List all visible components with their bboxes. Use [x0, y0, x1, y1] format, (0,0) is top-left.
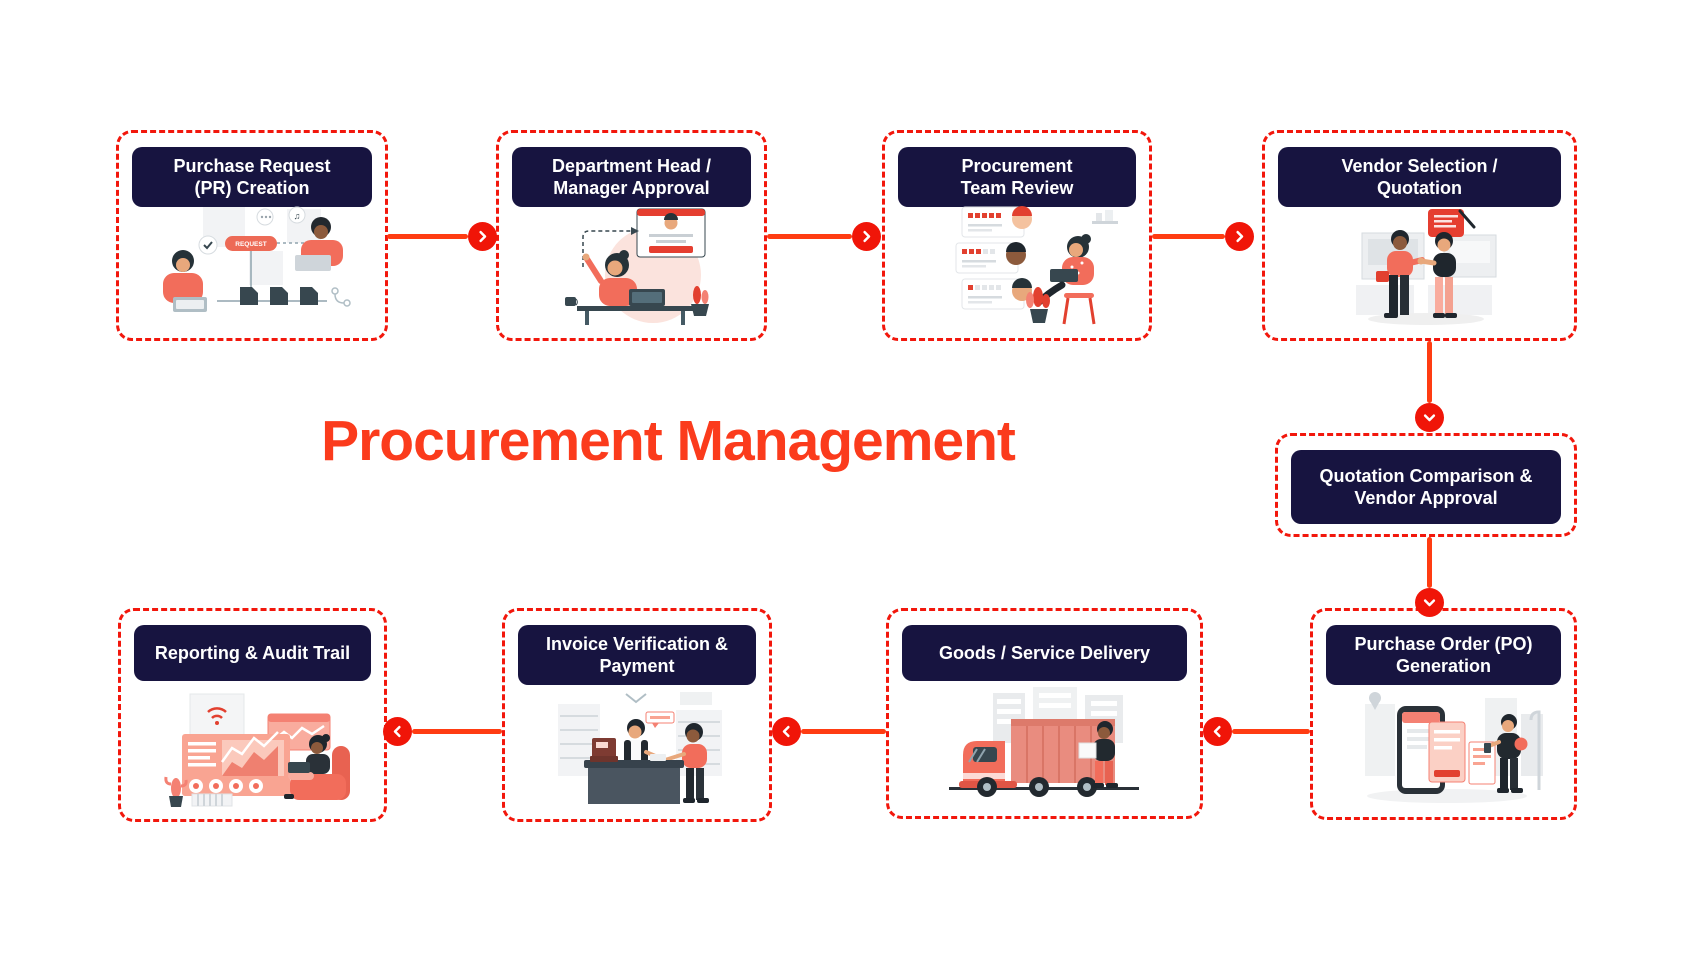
step-label-reporting-audit: Reporting & Audit Trail: [134, 625, 371, 681]
page-title: Procurement Management: [321, 409, 1016, 473]
chevron-down-icon: [1415, 403, 1444, 432]
star-rating-icon: [968, 285, 1001, 290]
pendant-lamp-icon: [625, 693, 647, 704]
step-box-po-generation: Purchase Order (PO) Generation: [1310, 608, 1577, 820]
step-label-manager-approval: Department Head / Manager Approval: [512, 147, 751, 207]
illustration-manager-approval: [525, 205, 739, 332]
arrow-line: [1232, 729, 1310, 734]
briefcase-icon: [1375, 271, 1389, 282]
plant-icon: [690, 286, 709, 316]
arrow-line: [801, 729, 886, 734]
bag-icon: [1514, 737, 1527, 751]
buildings-background: [992, 687, 1123, 743]
illustration-team-review: [910, 205, 1124, 332]
step-label-goods-delivery: Goods / Service Delivery: [902, 625, 1187, 681]
document-icons: [240, 287, 318, 305]
step-box-team-review: Procurement Team Review: [882, 130, 1152, 341]
area-chart-icon: [221, 746, 278, 776]
woman-at-desk: [582, 250, 665, 306]
chevron-right-icon: [852, 222, 881, 251]
request-badge-text: REQUEST: [235, 241, 266, 248]
laptop-icon: [287, 762, 310, 773]
step-box-quotation-comparison: Quotation Comparison & Vendor Approval: [1275, 433, 1577, 537]
illustration-pr-creation: ♫ REQUEST: [145, 205, 359, 332]
wifi-icon: [206, 707, 227, 725]
coffee-cup-icon: [564, 297, 578, 306]
chevron-left-icon: [772, 717, 801, 746]
seated-reviewer: [1034, 234, 1096, 325]
branch-icon: [331, 287, 351, 307]
person-left: [163, 250, 207, 312]
price-tag-bubble-icon: [645, 711, 675, 728]
approval-card-icon: [636, 208, 705, 258]
lamp-post-icon: [1529, 710, 1540, 790]
chevron-right-icon: [468, 222, 497, 251]
step-label-vendor-selection: Vendor Selection / Quotation: [1278, 147, 1561, 207]
request-badge: [225, 236, 277, 251]
bookshelf-icon: [191, 793, 232, 807]
step-label-invoice-payment: Invoice Verification & Payment: [518, 625, 756, 685]
review-card-1: [961, 206, 1032, 238]
arrow-line: [1427, 537, 1432, 588]
illustration-invoice-payment: [530, 690, 744, 813]
review-card-3: [961, 278, 1032, 310]
line-chart-icon: [272, 724, 325, 741]
music-note-bubble-icon: [288, 206, 306, 224]
illustration-reporting-audit: [146, 690, 360, 813]
step-box-pr-creation: Purchase Request (PR) Creation ♫ REQUEST: [116, 130, 388, 341]
step-label-team-review: Procurement Team Review: [898, 147, 1136, 207]
person-in-armchair: [283, 734, 350, 800]
chevron-down-icon: [1415, 588, 1444, 617]
step-box-goods-delivery: Goods / Service Delivery: [886, 608, 1203, 819]
package-box-icon: [1078, 742, 1096, 759]
delivery-worker: [1078, 721, 1118, 788]
review-card-2: [955, 242, 1026, 274]
person-with-phone: [1483, 714, 1527, 793]
invoice-card-icon: [1468, 741, 1495, 785]
arrow-line: [1427, 341, 1432, 403]
step-label-po-generation: Purchase Order (PO) Generation: [1326, 625, 1561, 685]
receipt-icon: [650, 754, 666, 761]
illustration-po-generation: [1337, 686, 1551, 811]
star-rating-icon: [968, 213, 1001, 218]
cactus-icon: [163, 776, 188, 807]
cash-register-icon: [590, 738, 618, 762]
arrow-line: [412, 729, 502, 734]
plant-icon: [1026, 287, 1050, 323]
chevron-right-icon: [1225, 222, 1254, 251]
shelf-icon: [1092, 210, 1118, 224]
step-box-invoice-payment: Invoice Verification & Payment: [502, 608, 772, 822]
quotation-scroll-icon: [1427, 209, 1475, 242]
illustration-vendor-selection: [1310, 205, 1530, 332]
arrow-line: [767, 234, 852, 239]
step-label-pr-creation: Purchase Request (PR) Creation: [132, 147, 372, 207]
step-box-reporting-audit: Reporting & Audit Trail: [118, 608, 387, 822]
step-box-vendor-selection: Vendor Selection / Quotation: [1262, 130, 1577, 341]
person-right: [295, 217, 343, 271]
arrow-line: [387, 234, 468, 239]
star-rating-icon: [962, 249, 995, 254]
gauge-icons: [188, 779, 263, 793]
arrow-line: [1152, 234, 1225, 239]
phone-invoice-icon: [1396, 706, 1465, 794]
step-label-quotation-comparison: Quotation Comparison & Vendor Approval: [1291, 450, 1561, 524]
dashboard-panel: [181, 731, 290, 796]
svg-text:♫: ♫: [294, 211, 301, 221]
step-box-manager-approval: Department Head / Manager Approval: [496, 130, 767, 341]
check-bubble-icon: [198, 235, 218, 255]
vendor-man: [1375, 230, 1425, 318]
vendor-woman: [1417, 232, 1457, 318]
pen-icon: [1458, 209, 1475, 229]
chevron-left-icon: [383, 717, 412, 746]
chevron-left-icon: [1203, 717, 1232, 746]
illustration-goods-delivery: [935, 685, 1155, 810]
customer-person: [660, 723, 709, 803]
